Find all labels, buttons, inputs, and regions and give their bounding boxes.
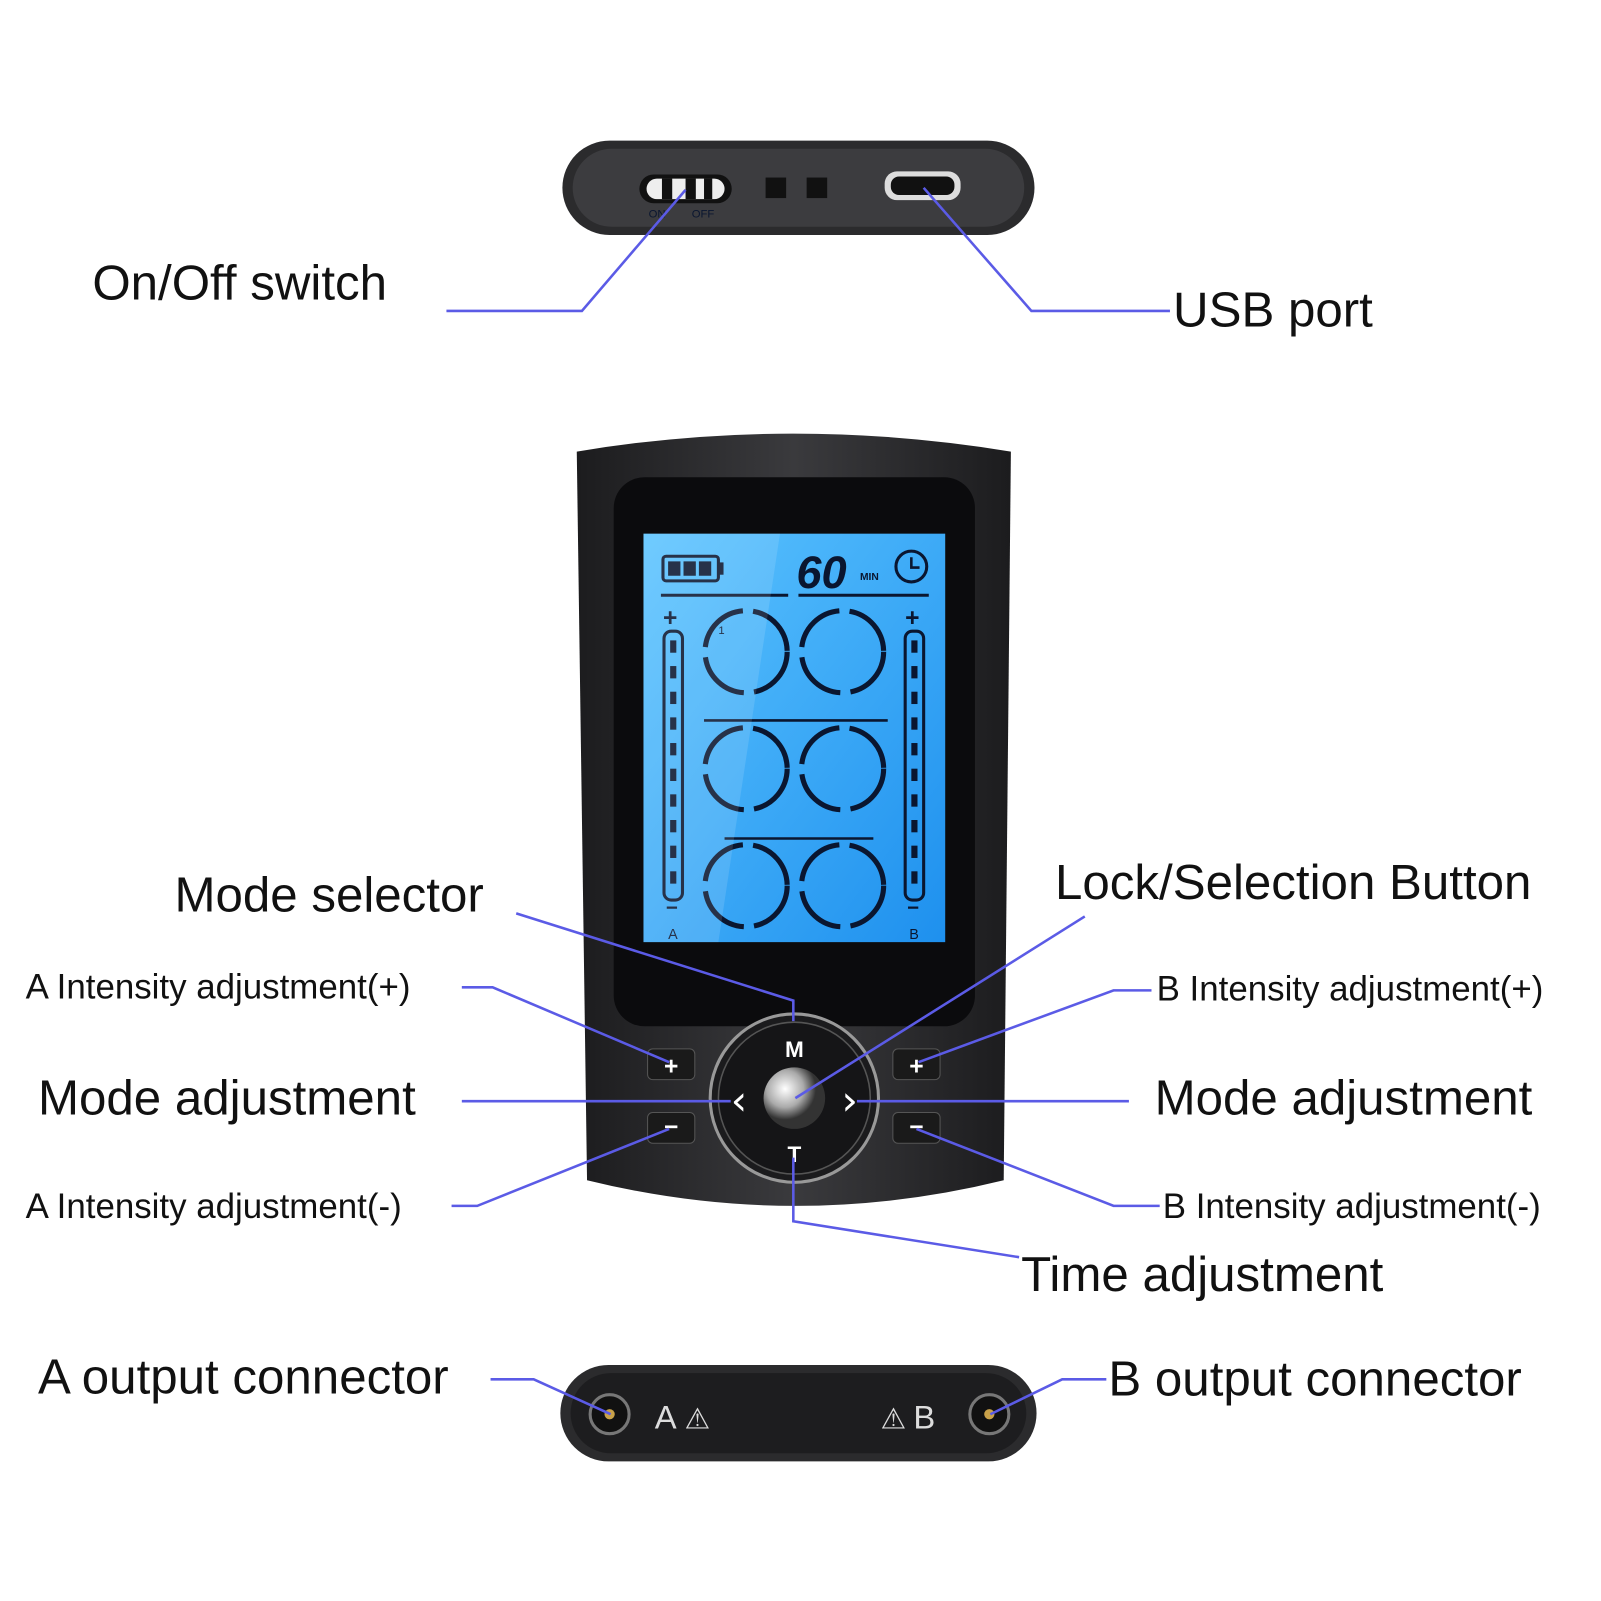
lcd-screen: 60 MIN + + − − A B 1 xyxy=(643,533,946,943)
a-intensity-segment xyxy=(670,717,677,730)
b-intensity-segment xyxy=(911,666,918,679)
a-plus-indicator: + xyxy=(663,605,677,632)
a-intensity-segment xyxy=(670,794,677,807)
a-minus-button[interactable]: − xyxy=(647,1111,696,1144)
mode-adjustment-left-label: Mode adjustment xyxy=(38,1071,416,1126)
usb-port[interactable] xyxy=(884,171,961,201)
mode-right-button[interactable]: › xyxy=(842,1077,858,1125)
a-plus-button[interactable]: + xyxy=(647,1048,696,1081)
b-intensity-segment xyxy=(911,717,918,730)
b-output-connector-label: B output connector xyxy=(1108,1352,1521,1407)
b-intensity-segment xyxy=(911,819,918,833)
a-intensity-segment xyxy=(670,819,677,833)
b-intensity-minus-label: B Intensity adjustment(-) xyxy=(1163,1187,1541,1226)
mode-selector-label: Mode selector xyxy=(174,867,483,922)
b-intensity-plus-label: B Intensity adjustment(+) xyxy=(1157,970,1544,1009)
a-minus-indicator: − xyxy=(666,896,678,919)
mode-adjustment-right-label: Mode adjustment xyxy=(1155,1071,1533,1126)
a-intensity-segment xyxy=(670,666,677,679)
a-intensity-segment xyxy=(670,845,677,858)
a-intensity-segment xyxy=(670,871,677,884)
usb-port-label: USB port xyxy=(1173,282,1373,337)
b-plus-button[interactable]: + xyxy=(892,1048,941,1081)
clock-icon xyxy=(894,549,929,584)
a-intensity-minus-label: A Intensity adjustment(-) xyxy=(26,1187,402,1226)
connector-a-label: A xyxy=(655,1399,677,1436)
timer-unit: MIN xyxy=(860,572,879,583)
a-intensity-segment xyxy=(670,640,677,653)
minus-icon: − xyxy=(909,1114,923,1141)
leader-lines xyxy=(446,186,1170,1416)
a-intensity-segment xyxy=(670,691,677,705)
a-intensity-segment xyxy=(670,768,677,782)
warning-icon: ⚠ xyxy=(685,1402,711,1436)
minus-icon: − xyxy=(664,1114,678,1141)
mode-left-button[interactable]: ‹ xyxy=(731,1077,747,1125)
a-intensity-plus-label: A Intensity adjustment(+) xyxy=(26,968,411,1007)
indicator-light xyxy=(765,177,787,199)
battery-icon xyxy=(661,554,724,583)
indicator-light xyxy=(806,177,828,199)
timer-value: 60 xyxy=(796,547,846,598)
b-intensity-segment xyxy=(911,794,918,807)
b-intensity-segment xyxy=(911,845,918,858)
b-intensity-segment xyxy=(911,743,918,756)
a-output-connector-label: A output connector xyxy=(38,1350,449,1405)
mode-circles: 1 xyxy=(702,608,888,930)
b-minus-button[interactable]: − xyxy=(892,1111,941,1144)
a-intensity-segment xyxy=(670,743,677,756)
switch-off-label: OFF xyxy=(692,209,715,221)
b-plus-indicator: + xyxy=(905,605,919,632)
connector-b-label: B xyxy=(913,1399,935,1436)
time-button[interactable]: T xyxy=(787,1142,801,1167)
b-output-jack[interactable] xyxy=(968,1393,1011,1436)
plus-icon: + xyxy=(664,1054,678,1081)
b-intensity-bar xyxy=(903,629,926,902)
plus-icon: + xyxy=(909,1054,923,1081)
device-bottom-view: A ⚠ ⚠ B xyxy=(560,1364,1037,1462)
a-intensity-bar xyxy=(662,629,685,902)
channel-b-label: B xyxy=(909,927,919,943)
b-intensity-segment xyxy=(911,691,918,705)
channel-a-label: A xyxy=(668,927,678,943)
device-top-view: ON OFF xyxy=(562,140,1035,236)
b-intensity-segment xyxy=(911,640,918,653)
lock-selection-label: Lock/Selection Button xyxy=(1055,855,1531,910)
lock-selection-button[interactable] xyxy=(763,1067,826,1129)
on-off-switch[interactable]: ON OFF xyxy=(639,174,732,221)
b-minus-indicator: − xyxy=(907,896,919,919)
on-off-switch-label: On/Off switch xyxy=(92,256,387,311)
time-adjustment-label: Time adjustment xyxy=(1021,1247,1384,1302)
b-intensity-segment xyxy=(911,768,918,782)
mode-selector-button[interactable]: M xyxy=(785,1037,804,1062)
mode-number: 1 xyxy=(718,625,724,637)
navigation-pad: M T ‹ › xyxy=(708,1012,881,1184)
warning-icon: ⚠ xyxy=(881,1402,907,1436)
b-intensity-segment xyxy=(911,871,918,884)
device-front-view: 60 MIN + + − − A B 1 xyxy=(576,433,1011,1206)
